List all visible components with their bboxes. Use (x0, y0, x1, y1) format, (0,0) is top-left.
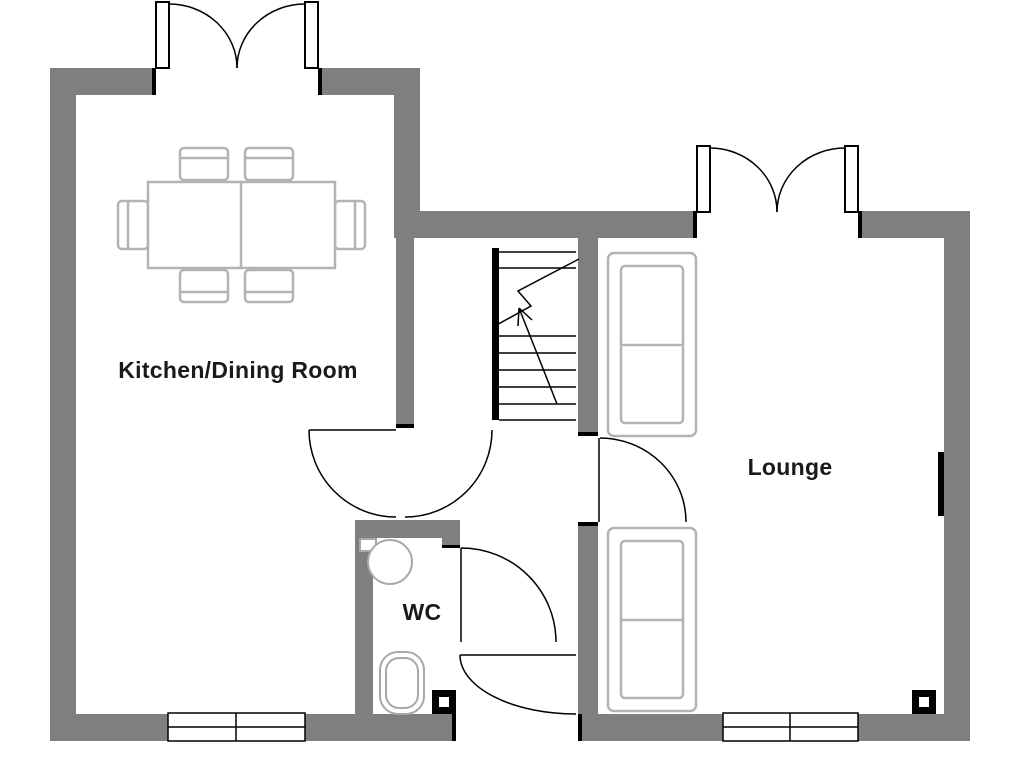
dining-table (146, 180, 337, 270)
window-bottom-right (722, 712, 859, 742)
dining-chair (178, 146, 230, 182)
kitchen-door (308, 429, 493, 518)
lounge-french-doors (696, 145, 859, 213)
interior-walls (355, 238, 598, 716)
dining-chair (333, 199, 367, 251)
radiator-right-wall (938, 452, 944, 516)
exterior-walls (50, 68, 970, 741)
room-label-wc: WC (402, 599, 442, 625)
wall-end-caps (152, 68, 862, 741)
dining-chair (243, 146, 295, 182)
lounge-door (598, 437, 687, 523)
wc-sink (359, 538, 413, 585)
corner-post-lounge (912, 690, 936, 714)
stair-wall (492, 248, 499, 420)
dining-set (116, 146, 367, 304)
stairs (492, 251, 580, 421)
corner-post-hall (432, 690, 456, 714)
room-label-lounge: Lounge (747, 454, 833, 480)
kitchen-french-doors (155, 1, 319, 69)
sofa-top (606, 251, 698, 438)
room-label-kitchen: Kitchen/Dining Room (118, 357, 358, 383)
front-door (459, 654, 577, 715)
sofa-bottom (606, 526, 698, 713)
window-bottom-left (167, 712, 306, 742)
dining-chair (243, 268, 295, 304)
wc-toilet (379, 651, 425, 715)
dining-chair (116, 199, 150, 251)
dining-chair (178, 268, 230, 304)
wc-door (460, 547, 557, 643)
stair-break-line (492, 258, 580, 328)
stairs-up-arrow-icon (517, 307, 558, 405)
